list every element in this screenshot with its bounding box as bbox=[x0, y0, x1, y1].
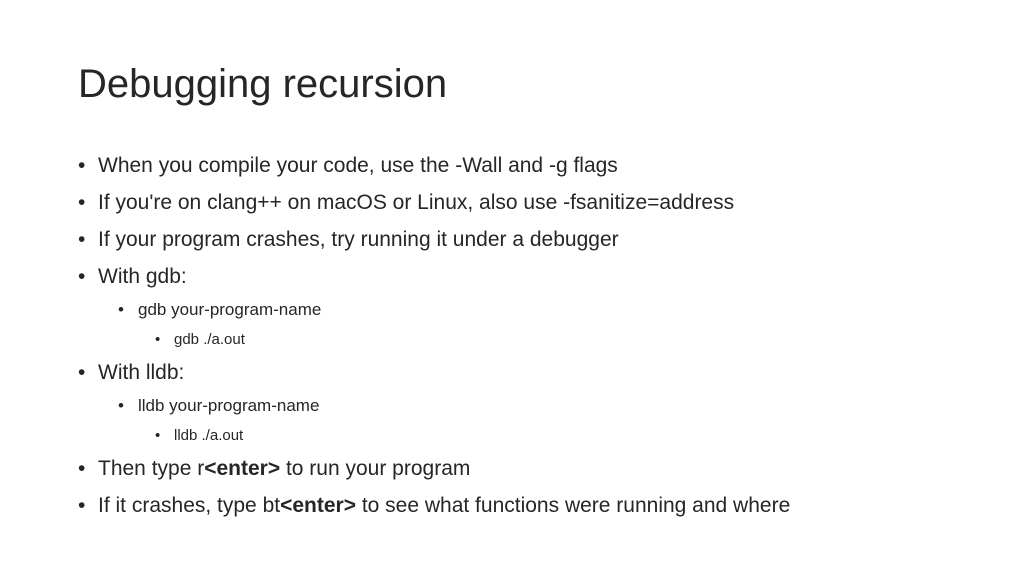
bullet-icon: • bbox=[118, 300, 124, 319]
item-text: lldb ./a.out bbox=[174, 427, 244, 444]
sub-sub-list-item: • gdb ./a.out bbox=[78, 325, 998, 354]
list-item: • If it crashes, type bt<enter> to see w… bbox=[78, 487, 998, 524]
bullet-icon: • bbox=[78, 494, 86, 517]
bullet-icon: • bbox=[118, 396, 124, 415]
bullet-icon: • bbox=[155, 427, 161, 444]
list-item: • Then type r<enter> to run your program bbox=[78, 450, 998, 487]
sub-list-item: • gdb your-program-name bbox=[78, 295, 998, 325]
item-text: If your program crashes, try running it … bbox=[98, 228, 619, 251]
bullet-icon: • bbox=[78, 154, 86, 177]
item-text: With gdb: bbox=[98, 265, 187, 288]
sub-sub-list-item: • lldb ./a.out bbox=[78, 421, 998, 450]
enter-key-text: <enter> bbox=[204, 457, 281, 480]
bullet-icon: • bbox=[78, 361, 86, 384]
bullet-icon: • bbox=[78, 457, 86, 480]
sub-list-item: • lldb your-program-name bbox=[78, 391, 998, 421]
slide-title: Debugging recursion bbox=[78, 62, 448, 106]
item-text: lldb your-program-name bbox=[138, 396, 320, 415]
item-text: gdb your-program-name bbox=[138, 300, 322, 319]
list-item: • When you compile your code, use the -W… bbox=[78, 147, 998, 184]
item-text: If it crashes, type bt bbox=[98, 494, 281, 517]
item-text: gdb ./a.out bbox=[174, 331, 245, 348]
enter-key-text: <enter> bbox=[280, 494, 356, 517]
item-text: to see what functions were running and w… bbox=[355, 494, 791, 517]
item-text: to run your program bbox=[280, 457, 471, 480]
list-item: • With lldb: bbox=[78, 354, 998, 391]
item-text: With lldb: bbox=[98, 361, 185, 384]
bullet-icon: • bbox=[78, 228, 86, 251]
bullet-icon: • bbox=[78, 191, 86, 214]
bullet-icon: • bbox=[78, 265, 86, 288]
list-item: • If you're on clang++ on macOS or Linux… bbox=[78, 184, 998, 221]
item-text: Then type r bbox=[98, 457, 205, 480]
list-item: • With gdb: bbox=[78, 258, 998, 295]
bullet-list: • When you compile your code, use the -W… bbox=[78, 147, 998, 524]
item-text: When you compile your code, use the -Wal… bbox=[98, 154, 618, 177]
item-text: If you're on clang++ on macOS or Linux, … bbox=[98, 191, 735, 214]
bullet-icon: • bbox=[155, 331, 161, 348]
list-item: • If your program crashes, try running i… bbox=[78, 221, 998, 258]
